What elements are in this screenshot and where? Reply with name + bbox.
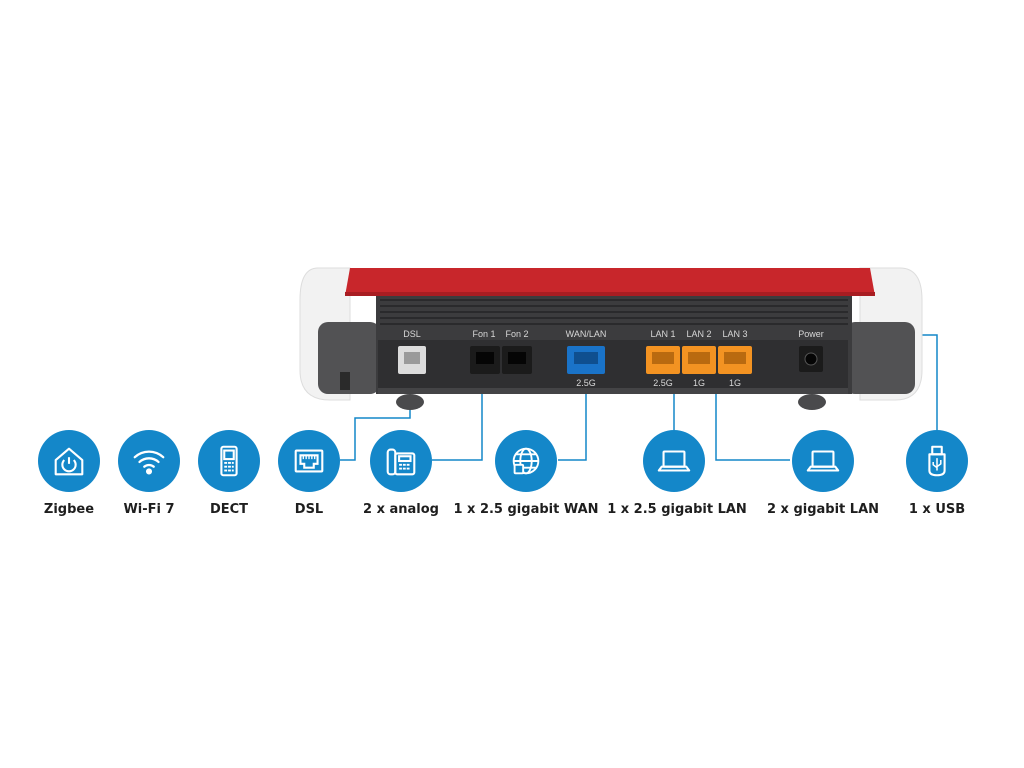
port-label-lan1: LAN 1: [650, 329, 676, 339]
speed-label-wan: 2.5G: [576, 378, 596, 388]
vent-grille: [380, 299, 848, 325]
port-label-fon1: Fon 1: [472, 329, 496, 339]
port-recess: [378, 340, 848, 392]
analog-phone-icon: [370, 430, 432, 492]
feature-label-usb: 1 x USB: [908, 502, 966, 517]
wifi-icon: [118, 430, 180, 492]
port-label-lan3: LAN 3: [722, 329, 748, 339]
speed-label-lan1: 2.5G: [653, 378, 673, 388]
feature-label-dect: DECT: [209, 502, 249, 517]
port-label-power: Power: [798, 329, 824, 339]
dect-phone-icon: [198, 430, 260, 492]
usb-icon: [906, 430, 968, 492]
laptop-icon: [643, 430, 705, 492]
feature-label-wan: 1 x 2.5 gigabit WAN: [453, 502, 599, 517]
feature-label-lan-2-5: 1 x 2.5 gigabit LAN: [607, 502, 747, 517]
router-right-side: [845, 322, 915, 394]
laptop-icon: [792, 430, 854, 492]
port-label-dsl: DSL: [403, 329, 421, 339]
port-label-fon2: Fon 2: [505, 329, 529, 339]
feature-label-analog: 2 x analog: [363, 502, 439, 517]
globe-icon: [495, 430, 557, 492]
feature-label-dsl: DSL: [294, 502, 324, 517]
port-label-wan-lan: WAN/LAN: [565, 329, 607, 339]
feature-label-wifi: Wi-Fi 7: [123, 502, 175, 517]
port-label-lan2: LAN 2: [686, 329, 712, 339]
dsl-port-icon: [278, 430, 340, 492]
feature-label-lan-gigabit: 2 x gigabit LAN: [766, 502, 880, 517]
speed-label-lan3: 1G: [728, 378, 742, 388]
router-red-top: [345, 268, 875, 296]
zigbee-home-icon: [38, 430, 100, 492]
router-left-side: [318, 322, 380, 394]
speed-label-lan2: 1G: [692, 378, 706, 388]
feature-label-zigbee: Zigbee: [43, 502, 95, 517]
